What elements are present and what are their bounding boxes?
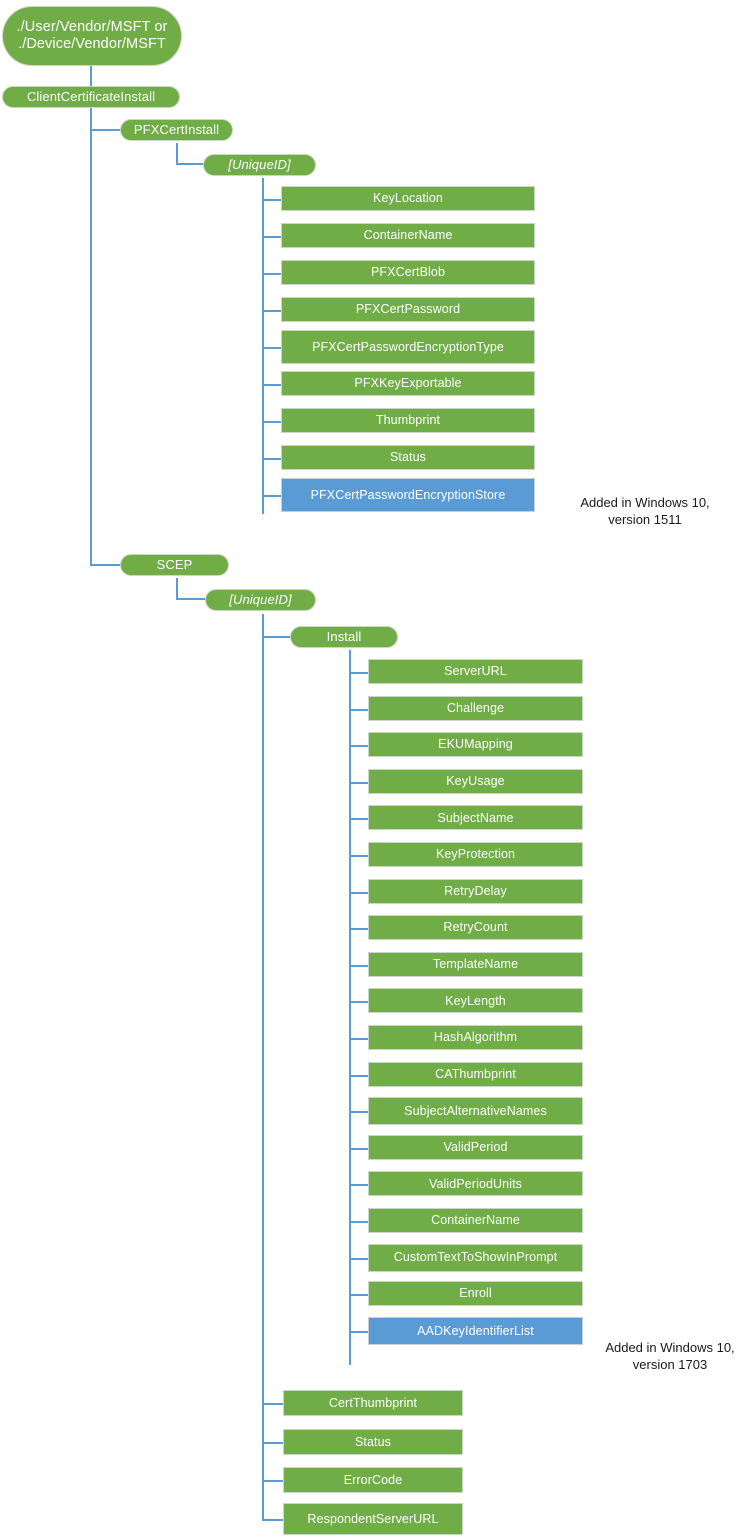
- annotation-scep-added-in-windows: Added in Windows 10, version 1703: [605, 1340, 735, 1372]
- node-pfxcertinstall[interactable]: PFXCertInstall: [120, 119, 233, 141]
- node-scep[interactable]: SCEP: [120, 554, 229, 576]
- node-keylocation[interactable]: KeyLocation: [281, 186, 535, 211]
- node-ekumapping[interactable]: EKUMapping: [368, 732, 583, 758]
- connector-stub: [262, 384, 281, 386]
- node-serverurl[interactable]: ServerURL: [368, 659, 583, 684]
- node-pfxcertblob[interactable]: PFXCertBlob: [281, 260, 535, 285]
- connector-stub: [262, 1403, 283, 1405]
- connector-trunk-clientcertinstall: [90, 108, 92, 565]
- connector-stub: [349, 1038, 368, 1040]
- connector-stub: [349, 745, 368, 748]
- connector-stub: [349, 964, 368, 967]
- node-containername[interactable]: ContainerName: [281, 223, 535, 248]
- connector-stub: [349, 708, 368, 711]
- node-keyprotection[interactable]: KeyProtection: [368, 842, 583, 867]
- node-status[interactable]: Status: [281, 445, 535, 470]
- node-thumbprint[interactable]: Thumbprint: [281, 408, 535, 433]
- connector-scep-to-uniqueid: [176, 598, 206, 600]
- connector-scep-down: [176, 578, 178, 600]
- connector-to-scep: [90, 564, 121, 566]
- node-enroll[interactable]: Enroll: [368, 1281, 583, 1307]
- connector-stub: [262, 1519, 283, 1521]
- node-validperiod[interactable]: ValidPeriod: [368, 1134, 583, 1160]
- node-clientcertificateinstall[interactable]: ClientCertificateInstall: [2, 86, 180, 108]
- connector-stub: [262, 310, 281, 312]
- connector-scep-uniqueid-trunk: [262, 614, 264, 1519]
- connector-stub: [349, 818, 368, 821]
- node-templatename[interactable]: TemplateName: [368, 951, 583, 977]
- connector-stub: [262, 1480, 283, 1482]
- node-cathumbprint[interactable]: CAThumbprint: [368, 1061, 583, 1087]
- node-retrydelay[interactable]: RetryDelay: [368, 878, 583, 904]
- connector-stub: [262, 1442, 283, 1444]
- connector-root-to-clientcertinstall: [90, 66, 92, 90]
- node-errorcode[interactable]: ErrorCode: [283, 1467, 463, 1493]
- node-scep-uniqueid[interactable]: [UniqueID]: [205, 589, 316, 611]
- node-aadkeyidentifierlist[interactable]: AADKeyIdentifierList: [368, 1316, 583, 1345]
- connector-stub: [349, 1221, 368, 1223]
- node-containername[interactable]: ContainerName: [368, 1208, 583, 1233]
- connector-stub: [349, 672, 368, 674]
- node-challenge[interactable]: Challenge: [368, 695, 583, 721]
- node-certthumbprint[interactable]: CertThumbprint: [283, 1390, 463, 1416]
- connector-stub: [349, 891, 368, 894]
- connector-stub: [349, 1111, 368, 1114]
- connector-stub: [262, 236, 281, 238]
- connector-stub: [349, 1184, 368, 1187]
- node-pfxcertpasswordencryptiontype[interactable]: PFXCertPasswordEncryptionType: [281, 330, 535, 364]
- node-customtexttoshowinprompt[interactable]: CustomTextToShowInPrompt: [368, 1243, 583, 1272]
- node-retrycount[interactable]: RetryCount: [368, 915, 583, 941]
- node-scep-install[interactable]: Install: [290, 626, 398, 648]
- node-pfx-uniqueid[interactable]: [UniqueID]: [203, 154, 316, 176]
- connector-pfxcertinstall-to-uniqueid: [176, 163, 204, 165]
- node-subjectname[interactable]: SubjectName: [368, 805, 583, 831]
- node-hashalgorithm[interactable]: HashAlgorithm: [368, 1025, 583, 1050]
- connector-stub: [262, 495, 281, 497]
- connector-scep-uniqueid-to-install: [262, 636, 292, 638]
- connector-stub: [349, 1001, 368, 1004]
- connector-stub: [349, 1147, 368, 1150]
- connector-stub: [349, 1330, 368, 1333]
- node-status[interactable]: Status: [283, 1429, 463, 1455]
- connector-stub: [262, 347, 281, 349]
- connector-to-pfxcertinstall: [90, 129, 123, 131]
- node-pfxcertpasswordencryptionstore[interactable]: PFXCertPasswordEncryptionStore: [281, 478, 535, 512]
- connector-pfxcertinstall-down: [176, 143, 178, 165]
- connector-scep-install-trunk: [349, 650, 351, 1365]
- connector-stub: [262, 421, 281, 423]
- node-subjectalternativenames[interactable]: SubjectAlternativeNames: [368, 1097, 583, 1126]
- node-root[interactable]: ./User/Vendor/MSFT or ./Device/Vendor/MS…: [2, 6, 182, 66]
- connector-stub: [349, 781, 368, 784]
- connector-pfx-uniqueid-trunk: [262, 178, 264, 514]
- annotation-pfx-added-in-windows: Added in Windows 10, version 1511: [580, 495, 710, 527]
- node-validperiodunits[interactable]: ValidPeriodUnits: [368, 1171, 583, 1197]
- connector-stub: [349, 1294, 368, 1297]
- connector-stub: [262, 199, 281, 201]
- node-keyusage[interactable]: KeyUsage: [368, 768, 583, 794]
- node-pfxkeyexportable[interactable]: PFXKeyExportable: [281, 371, 535, 396]
- node-keylength[interactable]: KeyLength: [368, 988, 583, 1014]
- node-pfxcertpassword[interactable]: PFXCertPassword: [281, 297, 535, 322]
- connector-stub: [349, 855, 368, 857]
- connector-stub: [262, 273, 281, 275]
- node-respondentserverurl[interactable]: RespondentServerURL: [283, 1503, 463, 1535]
- connector-stub: [349, 1074, 368, 1077]
- connector-stub: [262, 458, 281, 460]
- connector-stub: [349, 1257, 368, 1260]
- connector-stub: [349, 928, 368, 931]
